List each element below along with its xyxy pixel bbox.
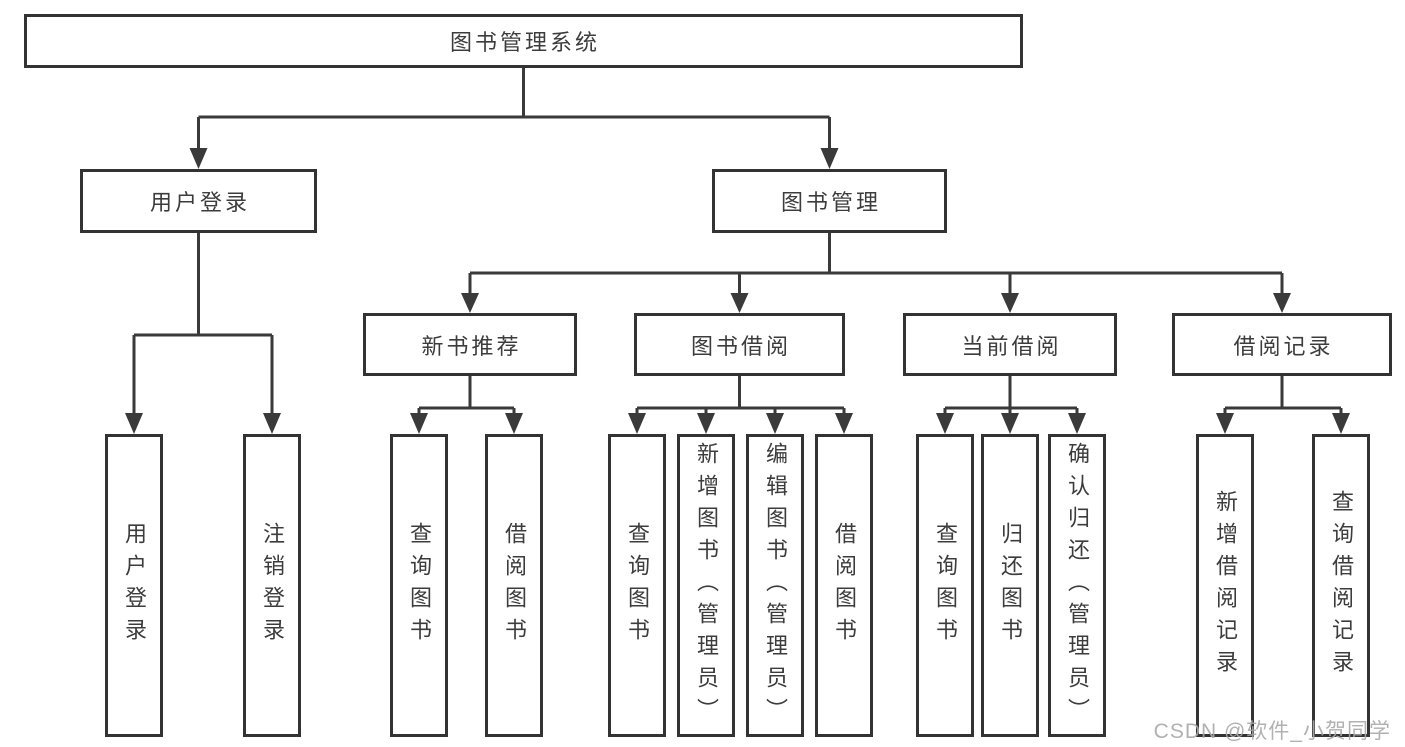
node-new-book-recommendation: 新书推荐 bbox=[363, 313, 577, 376]
leaf-label: 查询图书 bbox=[407, 521, 432, 650]
leaf-label: 归还图书 bbox=[998, 521, 1023, 650]
leaf-label: 查询图书 bbox=[933, 521, 958, 650]
node-label: 当前借阅 bbox=[961, 333, 1062, 359]
node-label: 图书管理系统 bbox=[449, 30, 600, 55]
node-label: 借阅记录 bbox=[1233, 333, 1334, 359]
node-book-management: 图书管理 bbox=[712, 169, 947, 233]
leaf-label: 查询图书 bbox=[625, 521, 650, 650]
leaf-return-books: 归还图书 bbox=[981, 434, 1039, 737]
leaf-logout: 注销登录 bbox=[243, 434, 301, 737]
leaf-query-books-borrowing: 查询图书 bbox=[608, 434, 666, 737]
node-borrowing-records: 借阅记录 bbox=[1172, 313, 1392, 376]
leaf-borrow-books-recommend: 借阅图书 bbox=[485, 434, 543, 737]
leaf-confirm-return-admin: 确认归还（管理员） bbox=[1048, 434, 1106, 737]
node-label: 图书借阅 bbox=[690, 333, 791, 359]
node-label: 图书管理 bbox=[780, 190, 881, 215]
node-library-management-system: 图书管理系统 bbox=[24, 14, 1023, 68]
csdn-watermark: CSDN @软件_小贺同学 bbox=[1153, 720, 1391, 743]
node-label: 新书推荐 bbox=[421, 333, 522, 359]
node-current-borrowing: 当前借阅 bbox=[903, 313, 1117, 376]
leaf-label: 新增图书（管理员） bbox=[694, 441, 719, 730]
leaf-add-books-admin: 新增图书（管理员） bbox=[677, 434, 735, 737]
leaf-label: 借阅图书 bbox=[502, 521, 527, 650]
leaf-user-login: 用户登录 bbox=[105, 434, 163, 737]
leaf-query-borrow-record: 查询借阅记录 bbox=[1312, 434, 1370, 737]
node-user-login: 用户登录 bbox=[80, 169, 317, 233]
leaf-add-borrow-record: 新增借阅记录 bbox=[1196, 434, 1254, 737]
leaf-label: 注销登录 bbox=[260, 521, 285, 650]
leaf-label: 查询借阅记录 bbox=[1329, 489, 1354, 682]
leaf-query-books-recommend: 查询图书 bbox=[390, 434, 448, 737]
leaf-borrow-books: 借阅图书 bbox=[815, 434, 873, 737]
leaf-label: 用户登录 bbox=[122, 521, 147, 650]
leaf-label: 确认归还（管理员） bbox=[1065, 441, 1090, 730]
leaf-query-books-current: 查询图书 bbox=[916, 434, 974, 737]
leaf-label: 编辑图书（管理员） bbox=[763, 441, 788, 730]
leaf-label: 借阅图书 bbox=[832, 521, 857, 650]
leaf-edit-books-admin: 编辑图书（管理员） bbox=[746, 434, 804, 737]
leaf-label: 新增借阅记录 bbox=[1213, 489, 1238, 682]
node-label: 用户登录 bbox=[149, 190, 250, 215]
node-book-borrowing: 图书借阅 bbox=[634, 313, 845, 376]
